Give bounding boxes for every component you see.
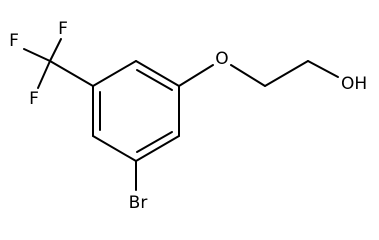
ring-bond-4 bbox=[92, 135, 137, 162]
ring-bond-6 bbox=[92, 60, 137, 87]
carbon-carbon-bond bbox=[264, 60, 309, 87]
c-f-top-bond bbox=[49, 38, 62, 62]
benzene-ring bbox=[92, 60, 180, 162]
ring-to-oxygen-bond bbox=[178, 64, 214, 87]
fluorine-bottom-label: F bbox=[29, 89, 39, 109]
carbon-to-hydroxyl-bond bbox=[307, 60, 339, 78]
bromo-substituent: Br bbox=[129, 160, 148, 213]
chemical-structure: F F F O OH Br bbox=[9, 19, 367, 213]
ring-bond-3 bbox=[135, 135, 180, 162]
bromine-label: Br bbox=[129, 193, 148, 213]
ring-inner-bond-2 bbox=[136, 131, 173, 153]
trifluoromethyl-group: F F F bbox=[9, 19, 94, 109]
fluorine-left-label: F bbox=[9, 31, 19, 51]
fluorine-top-label: F bbox=[58, 19, 68, 39]
oxygen-to-carbon-bond bbox=[230, 64, 266, 87]
ring-bond-1 bbox=[135, 60, 180, 87]
hydroxyethoxy-chain: O OH bbox=[178, 49, 367, 94]
ether-oxygen-label: O bbox=[215, 49, 228, 69]
ring-to-cf3-bond bbox=[49, 60, 94, 87]
c-f-bottom-bond bbox=[37, 60, 51, 89]
hydroxyl-label: OH bbox=[341, 74, 367, 94]
c-f-left-bond bbox=[23, 48, 51, 62]
ring-inner-bond-1 bbox=[136, 69, 173, 91]
